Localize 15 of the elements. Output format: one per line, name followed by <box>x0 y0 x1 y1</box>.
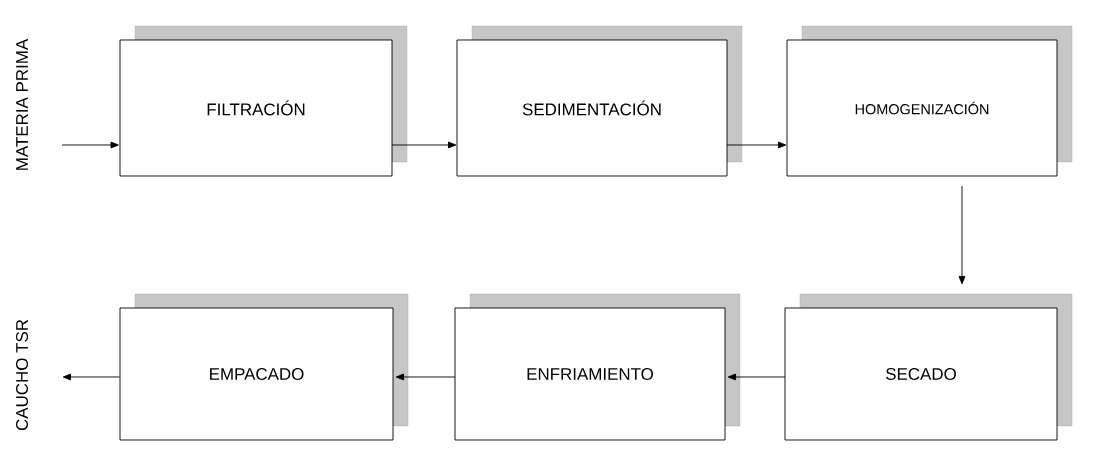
process-box: FILTRACIÓN <box>119 39 393 177</box>
process-box: EMPACADO <box>119 307 394 441</box>
arrow <box>958 185 966 285</box>
arrow <box>395 373 456 381</box>
process-box: SEDIMENTACIÓN <box>456 39 728 177</box>
process-box: SECADO <box>784 307 1058 441</box>
arrow <box>726 141 787 149</box>
side-label: CAUCHO TSR <box>16 319 28 431</box>
process-box: HOMOGENIZACIÓN <box>786 39 1058 177</box>
arrow <box>391 141 457 149</box>
side-label: MATERIA PRIMA <box>16 38 28 170</box>
arrow <box>727 373 786 381</box>
arrow <box>61 141 119 149</box>
process-box: ENFRIAMIENTO <box>454 307 726 441</box>
arrow <box>62 373 120 381</box>
